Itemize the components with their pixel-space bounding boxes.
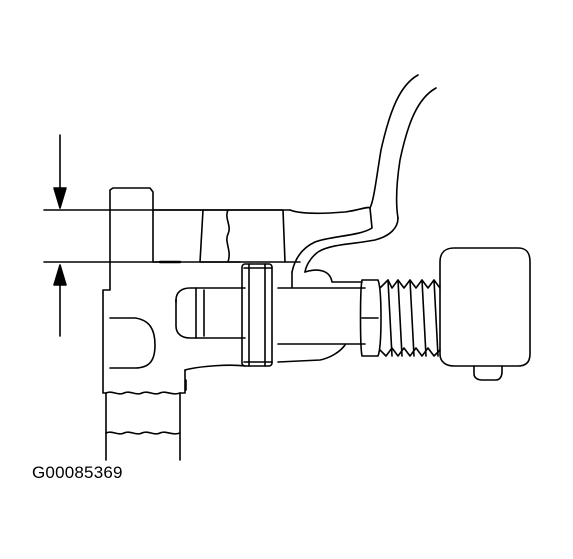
threaded-adjuster bbox=[379, 279, 441, 357]
housing-detail-marks bbox=[158, 260, 187, 391]
actuator-block bbox=[439, 247, 531, 381]
dimension-indicator bbox=[43, 134, 301, 337]
lock-nut bbox=[359, 279, 382, 357]
bore-break-lines bbox=[199, 209, 241, 263]
seal-ring bbox=[241, 263, 273, 367]
valve-stem bbox=[175, 287, 366, 345]
housing-body bbox=[102, 187, 399, 461]
pipe-upper-right bbox=[369, 74, 437, 219]
figure-id-label: G00085369 bbox=[32, 463, 123, 482]
